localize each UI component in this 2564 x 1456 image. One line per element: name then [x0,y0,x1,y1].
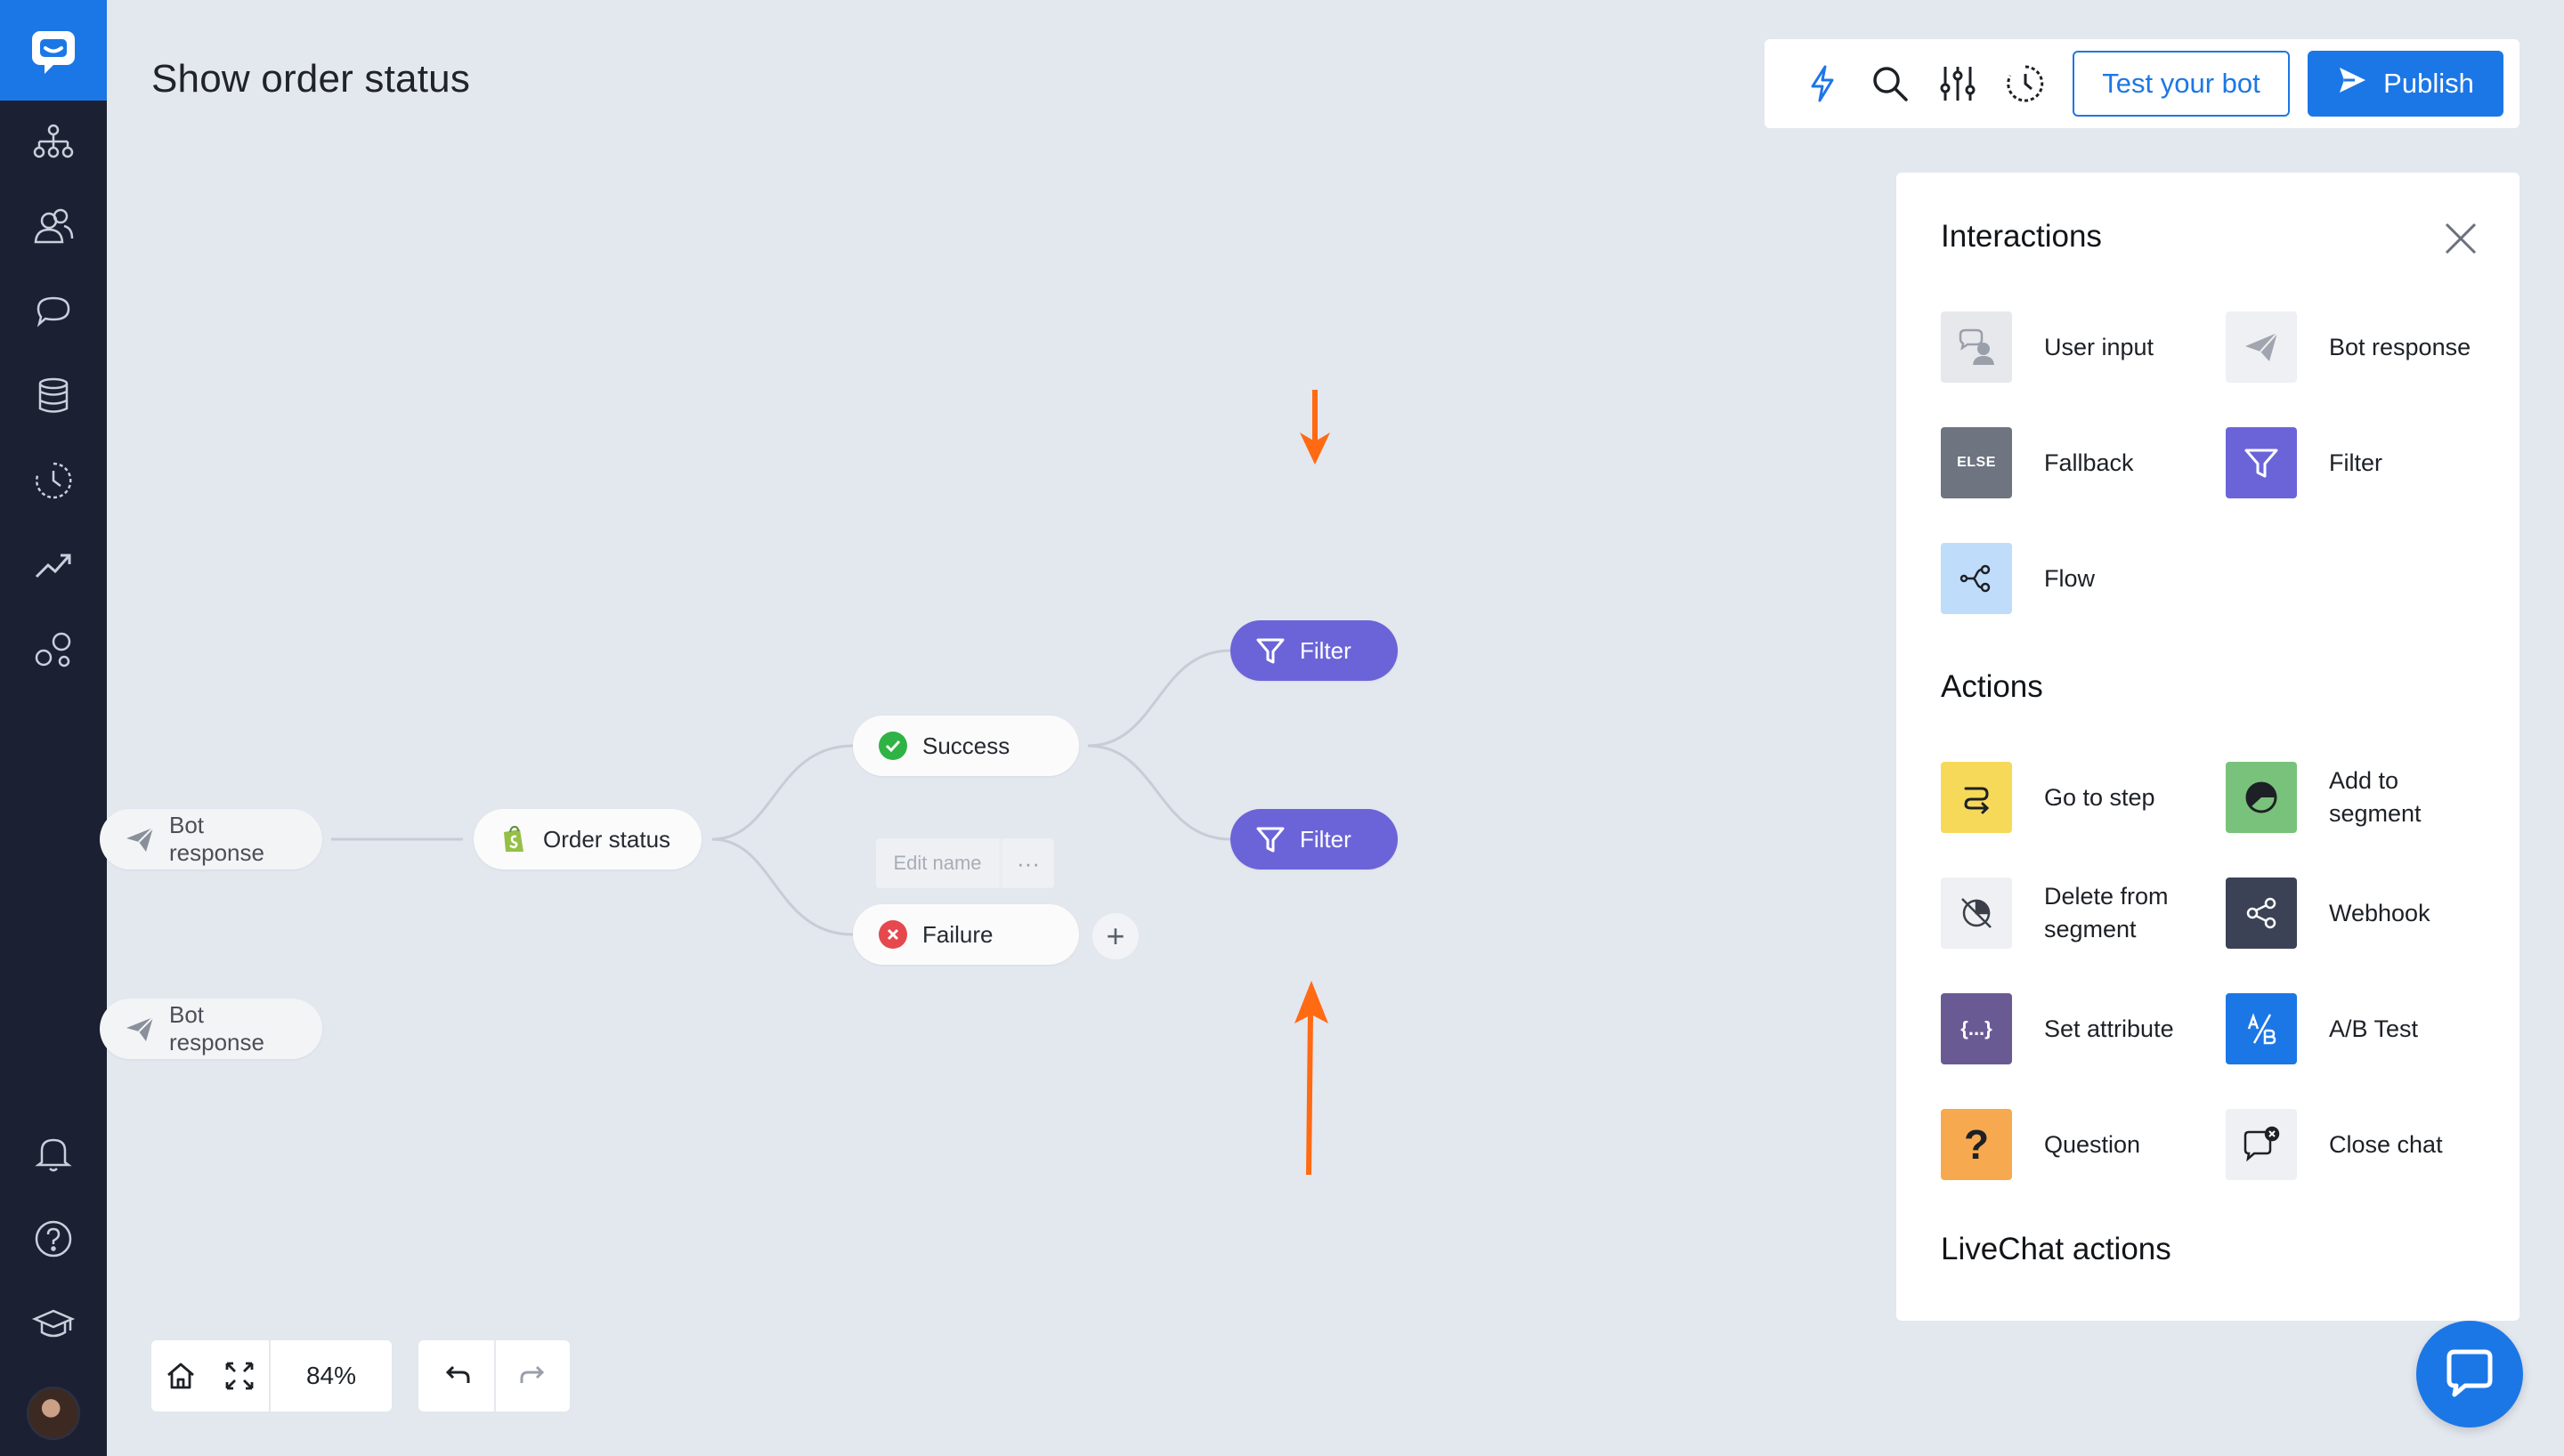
test-your-bot-button[interactable]: Test your bot [2073,51,2290,117]
history-icon[interactable] [1998,56,2053,111]
sitemap-icon[interactable] [27,116,80,169]
history-controls [418,1340,570,1412]
fallback-item[interactable]: ELSE Fallback [1941,427,2208,498]
edit-name-toolbar: Edit name ··· [876,838,1054,888]
undo-button[interactable] [418,1340,494,1412]
flow-icon [1941,543,2012,614]
bot-response-item[interactable]: Bot response [2226,311,2493,383]
order-status-node[interactable]: Order status [474,809,702,870]
livechat-actions-title: LiveChat actions [1941,1232,2171,1266]
braces-icon: {...} [1941,993,2012,1064]
go-to-step-item[interactable]: Go to step [1941,762,2208,833]
else-icon: ELSE [1941,427,2012,498]
failure-node[interactable]: Failure [853,904,1079,965]
publish-label: Publish [2383,68,2474,99]
user-input-item[interactable]: User input [1941,311,2208,383]
node-label: Order status [543,825,671,853]
error-circle-icon [878,919,908,950]
send-icon [2337,65,2367,102]
sliders-icon[interactable] [1930,56,1985,111]
paper-plane-icon [2226,311,2297,383]
add-to-segment-item[interactable]: Add to segment [2226,762,2493,833]
chat-icon [2446,1349,2493,1397]
user-input-icon [1941,311,2012,383]
home-icon[interactable] [151,1340,210,1412]
edit-name-button[interactable]: Edit name [876,838,999,888]
filter-icon [1255,824,1286,854]
database-icon[interactable] [27,369,80,423]
filter-item[interactable]: Filter [2226,427,2493,498]
node-label: Failure [922,920,994,948]
node-label: Filter [1300,636,1351,664]
integrations-icon[interactable] [27,623,80,676]
set-attribute-item[interactable]: {...} Set attribute [1941,993,2208,1064]
filter-node[interactable]: Filter [1230,620,1398,681]
filter-node[interactable]: Filter [1230,809,1398,870]
paper-plane-icon [125,824,155,854]
annotation-arrow-up [1294,981,1328,1176]
zoom-controls: 84% [151,1340,392,1412]
chat-widget-button[interactable] [2416,1321,2523,1428]
check-circle-icon [878,731,908,761]
flow-item[interactable]: Flow [1941,543,2208,614]
node-label: Success [922,732,1010,759]
redo-icon [520,1365,544,1383]
delete-segment-icon [1941,878,2012,949]
shopify-icon [499,824,529,854]
filter-icon [1255,635,1286,666]
close-icon[interactable] [2441,219,2480,258]
lightning-icon[interactable] [1795,56,1850,111]
interactions-panel: Interactions User input Bot response ELS… [1896,173,2519,1321]
question-item[interactable]: ? Question [1941,1109,2208,1180]
help-icon[interactable] [27,1212,80,1266]
history-icon[interactable] [27,454,80,507]
actions-title: Actions [1941,669,2043,704]
filter-icon [2226,427,2297,498]
add-step-button[interactable]: + [1092,913,1139,959]
top-toolbar: Test your bot Publish [1765,39,2519,128]
node-label: Bot response [169,1001,264,1056]
ab-test-item[interactable]: A/B Test [2226,993,2493,1064]
undo-icon [445,1365,469,1383]
go-to-step-icon [1941,762,2012,833]
paper-plane-icon [125,1014,155,1044]
node-label: Bot response [169,812,264,866]
zoom-level: 84% [269,1340,392,1412]
ab-test-icon [2226,993,2297,1064]
webhook-icon [2226,878,2297,949]
bell-icon[interactable] [27,1127,80,1180]
academy-icon[interactable] [27,1298,80,1351]
node-label: Filter [1300,825,1351,853]
search-icon[interactable] [1862,56,1918,111]
delete-from-segment-item[interactable]: Delete from segment [1941,878,2208,949]
annotation-arrow-down [1300,390,1330,465]
bot-response-node[interactable]: Bot response [100,809,322,870]
close-chat-icon [2226,1109,2297,1180]
close-chat-item[interactable]: Close chat [2226,1109,2493,1180]
fit-screen-icon[interactable] [210,1340,269,1412]
question-icon: ? [1941,1109,2012,1180]
success-node[interactable]: Success [853,716,1079,776]
webhook-item[interactable]: Webhook [2226,878,2493,949]
user-avatar[interactable] [27,1387,80,1440]
redo-button[interactable] [494,1340,570,1412]
users-icon[interactable] [27,200,80,254]
publish-button[interactable]: Publish [2308,51,2503,117]
sidebar [0,0,107,1456]
livechat-bot-logo-icon[interactable] [0,0,107,101]
trending-icon[interactable] [27,538,80,592]
interactions-title: Interactions [1941,219,2102,254]
chat-bubbles-icon[interactable] [27,285,80,338]
page-title: Show order status [151,57,471,101]
more-options-button[interactable]: ··· [1002,838,1054,888]
segment-pie-icon [2226,762,2297,833]
bot-response-node[interactable]: Bot response [100,999,322,1059]
